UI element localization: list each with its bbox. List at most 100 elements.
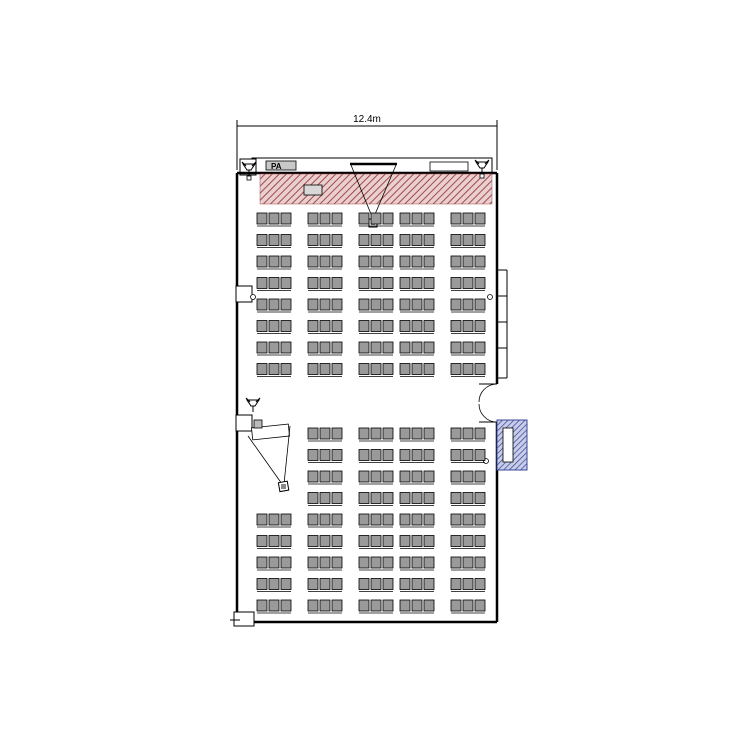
seat-group (256, 320, 292, 334)
chair (423, 599, 435, 612)
projector-icon (247, 419, 291, 493)
chair (462, 599, 474, 612)
chair (256, 277, 268, 289)
chair (268, 320, 280, 332)
chair (411, 341, 423, 354)
chair (411, 277, 423, 289)
seat-group (399, 449, 435, 463)
chair (370, 535, 382, 547)
chair (280, 599, 292, 612)
chair (319, 513, 331, 526)
chair (474, 492, 486, 504)
chair (423, 492, 435, 504)
chair (462, 470, 474, 483)
chair (382, 599, 394, 612)
chair (474, 578, 486, 590)
chair (382, 234, 394, 246)
chair (370, 427, 382, 440)
chair (280, 513, 292, 526)
chair (307, 277, 319, 289)
chair (370, 341, 382, 354)
chair (268, 578, 280, 590)
seat-group (450, 470, 486, 485)
seat-group (256, 363, 292, 377)
chair (370, 277, 382, 289)
chair (319, 427, 331, 440)
chair (331, 427, 343, 440)
speaker-icon (474, 159, 490, 179)
seat-group (307, 212, 343, 227)
chair (358, 320, 370, 332)
chair (450, 341, 462, 354)
chair (399, 470, 411, 483)
chair (256, 212, 268, 225)
chair (280, 320, 292, 332)
chair (307, 363, 319, 375)
side-exit-area (483, 419, 528, 471)
seat-group (450, 277, 486, 291)
seat-group (307, 578, 343, 592)
chair (280, 212, 292, 225)
chair (307, 298, 319, 311)
seat-group (450, 298, 486, 313)
chair (411, 599, 423, 612)
chair (382, 255, 394, 268)
chair (450, 427, 462, 440)
seat-group (399, 212, 435, 227)
chair (370, 599, 382, 612)
chair (382, 212, 394, 225)
chair (331, 449, 343, 461)
seat-group (399, 277, 435, 291)
chair (268, 341, 280, 354)
chair (268, 599, 280, 612)
chair (399, 212, 411, 225)
seat-group (399, 320, 435, 334)
chair (382, 535, 394, 547)
chair (331, 535, 343, 547)
chair (370, 298, 382, 311)
chair (358, 427, 370, 440)
seat-group (358, 277, 394, 291)
chair (450, 363, 462, 375)
chair (319, 492, 331, 504)
chair (382, 449, 394, 461)
chair (358, 513, 370, 526)
seat-group (358, 234, 394, 248)
chair (268, 255, 280, 268)
chair (423, 363, 435, 375)
chair (423, 513, 435, 526)
chair (268, 513, 280, 526)
chair (319, 578, 331, 590)
seat-group (256, 277, 292, 291)
chair (370, 255, 382, 268)
seat-group (358, 320, 394, 334)
chair (370, 556, 382, 569)
chair (450, 255, 462, 268)
chair (256, 599, 268, 612)
seat-group (399, 556, 435, 571)
chair (382, 578, 394, 590)
chair (411, 492, 423, 504)
chair (280, 255, 292, 268)
chair (399, 535, 411, 547)
seat-group (307, 492, 343, 506)
chair (474, 470, 486, 483)
chair (319, 298, 331, 311)
chair (319, 320, 331, 332)
chair (462, 449, 474, 461)
seat-group (307, 277, 343, 291)
chair (358, 578, 370, 590)
seat-group (256, 578, 292, 592)
seat-group (256, 556, 292, 571)
chair (399, 578, 411, 590)
room-walls (230, 171, 499, 627)
chair (462, 513, 474, 526)
chair (307, 556, 319, 569)
seat-group (450, 363, 486, 377)
chair (450, 234, 462, 246)
chair (331, 513, 343, 526)
chair (319, 599, 331, 612)
seat-group (358, 535, 394, 549)
pa-label: PA (271, 162, 282, 171)
